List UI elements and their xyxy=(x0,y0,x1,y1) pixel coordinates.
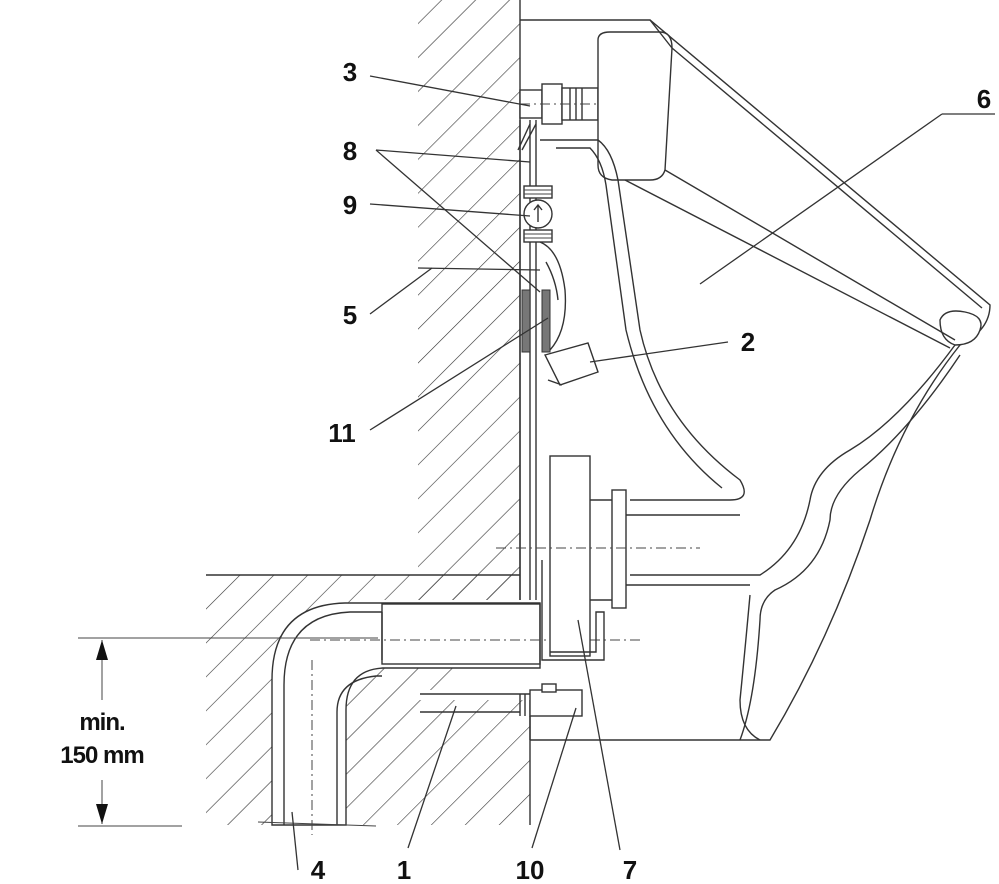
callout-4: 4 xyxy=(311,855,326,884)
callout-8: 8 xyxy=(343,136,357,166)
flush-pipe-assembly xyxy=(517,83,600,600)
callout-10: 10 xyxy=(516,855,545,884)
callout-1: 1 xyxy=(397,855,411,884)
callout-5: 5 xyxy=(343,300,357,330)
callout-7: 7 xyxy=(623,855,637,884)
callout-2: 2 xyxy=(741,327,755,357)
wall-section xyxy=(418,0,521,600)
leader-lines xyxy=(291,75,995,871)
dimension-label-value: 150 mm xyxy=(60,742,143,769)
callout-labels: 3 8 9 5 11 2 6 4 1 10 7 xyxy=(311,57,991,884)
drain-elbow-pipe xyxy=(271,602,640,835)
urinal-ceramic-body xyxy=(420,19,991,741)
dimension-label-min: min. xyxy=(79,709,125,736)
callout-9: 9 xyxy=(343,190,357,220)
callout-6: 6 xyxy=(977,84,991,114)
height-dimension: min. 150 mm xyxy=(60,637,378,827)
callout-3: 3 xyxy=(343,57,357,87)
callout-11: 11 xyxy=(328,418,356,448)
